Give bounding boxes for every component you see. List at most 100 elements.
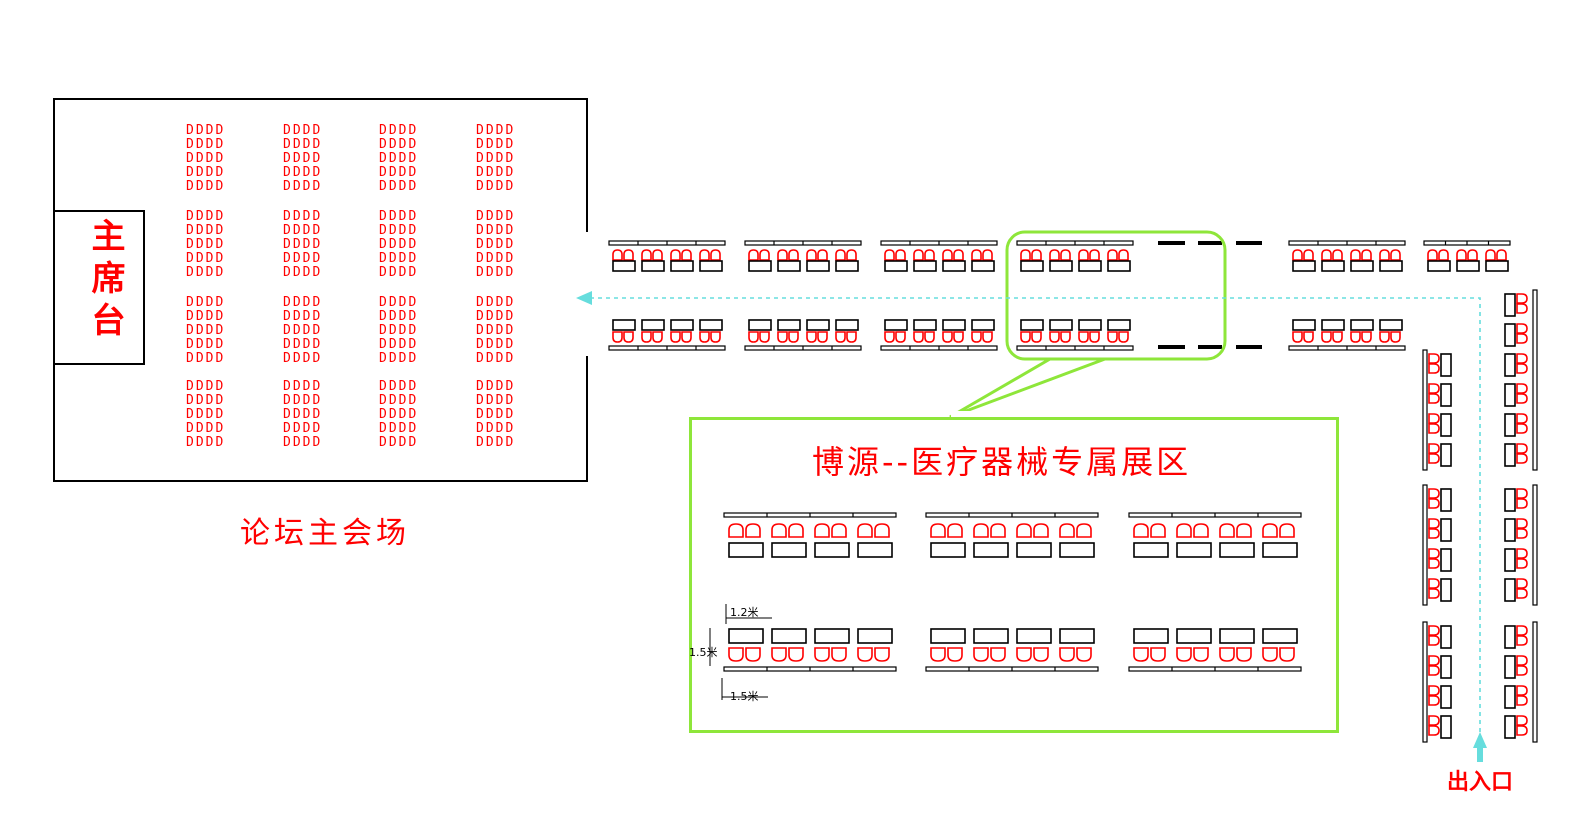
exhibit-chair bbox=[1236, 523, 1252, 538]
exhibit-table bbox=[1176, 542, 1212, 558]
exhibit-chair bbox=[990, 647, 1006, 662]
booth-chair bbox=[1118, 249, 1129, 261]
exhibit-chair bbox=[930, 647, 946, 662]
booth-chair bbox=[1350, 331, 1361, 343]
exhibit-chair bbox=[1193, 647, 1209, 662]
booth-chair bbox=[1428, 423, 1440, 434]
booth-chair bbox=[1516, 685, 1528, 696]
booth-table bbox=[1440, 488, 1452, 512]
podium-label: 主席台 bbox=[85, 218, 125, 344]
booth-chair bbox=[913, 249, 924, 261]
booth-chair bbox=[1428, 498, 1440, 509]
booth-chair bbox=[982, 249, 993, 261]
seat-block: DDDD DDDD DDDD DDDD DDDD bbox=[283, 123, 323, 194]
booth-table bbox=[748, 319, 772, 331]
exhibit-table bbox=[1133, 542, 1169, 558]
walkway-path bbox=[590, 297, 1481, 740]
booth-chair bbox=[1321, 249, 1332, 261]
booth-chair bbox=[1060, 249, 1071, 261]
exhibit-chair bbox=[1219, 523, 1235, 538]
right-outer-column-wall bbox=[1532, 621, 1538, 743]
booth-chair bbox=[1428, 353, 1440, 364]
booth-chair bbox=[641, 249, 652, 261]
exhibit-chair bbox=[1059, 523, 1075, 538]
booth-table bbox=[1440, 353, 1452, 377]
booth-table bbox=[1504, 443, 1516, 467]
booth-table bbox=[1292, 319, 1316, 331]
exhibit-table bbox=[857, 542, 893, 558]
booth-chair bbox=[817, 331, 828, 343]
exhibit-table bbox=[973, 542, 1009, 558]
booth-chair bbox=[1516, 413, 1528, 424]
exhibit-chair bbox=[771, 647, 787, 662]
seat-block: DDDD DDDD DDDD DDDD DDDD bbox=[186, 295, 226, 366]
booth-table bbox=[1504, 715, 1516, 739]
exhibit-chair bbox=[973, 523, 989, 538]
booth-chair bbox=[1428, 588, 1440, 599]
booth-chair bbox=[1516, 588, 1528, 599]
entrance-label: 出入口 bbox=[1447, 770, 1514, 795]
booth-chair bbox=[953, 331, 964, 343]
booth-table bbox=[1078, 260, 1102, 272]
booth-table bbox=[1440, 383, 1452, 407]
booth-chair bbox=[1516, 293, 1528, 304]
booth-chair bbox=[884, 331, 895, 343]
booth-table bbox=[1440, 443, 1452, 467]
exhibit-table bbox=[814, 628, 850, 644]
booth-chair bbox=[1390, 249, 1401, 261]
right-inner-column-wall bbox=[1422, 484, 1428, 606]
booth-chair bbox=[1031, 331, 1042, 343]
exhibit-table bbox=[930, 628, 966, 644]
booth-chair bbox=[1031, 249, 1042, 261]
exhibit-chair bbox=[1219, 647, 1235, 662]
booth-chair bbox=[895, 249, 906, 261]
booth-chair bbox=[1428, 685, 1440, 696]
booth-chair bbox=[1379, 249, 1390, 261]
booth-chair bbox=[1020, 331, 1031, 343]
booth-chair bbox=[1428, 393, 1440, 404]
booth-table bbox=[1504, 383, 1516, 407]
seat-block: DDDD DDDD DDDD DDDD DDDD bbox=[379, 123, 419, 194]
walkway-arrow-head bbox=[576, 291, 592, 305]
booth-chair bbox=[612, 331, 623, 343]
exhibit-table bbox=[857, 628, 893, 644]
exhibit-chair bbox=[1236, 647, 1252, 662]
booth-table bbox=[1292, 260, 1316, 272]
booth-chair bbox=[1467, 249, 1478, 261]
booth-chair bbox=[1427, 249, 1438, 261]
exhibit-table bbox=[728, 542, 764, 558]
booth-chair bbox=[1516, 635, 1528, 646]
booth-chair bbox=[846, 331, 857, 343]
seat-block: DDDD DDDD DDDD DDDD DDDD bbox=[186, 379, 226, 450]
exhibit-table bbox=[1059, 628, 1095, 644]
exhibit-table bbox=[771, 542, 807, 558]
booth-chair bbox=[1428, 363, 1440, 374]
booth-table bbox=[1379, 260, 1403, 272]
exhibit-table bbox=[1262, 542, 1298, 558]
booth-chair bbox=[1516, 715, 1528, 726]
booth-chair bbox=[1516, 383, 1528, 394]
booth-table bbox=[942, 260, 966, 272]
exhibit-chair bbox=[831, 647, 847, 662]
booth-table bbox=[1379, 319, 1403, 331]
booth-chair bbox=[1078, 249, 1089, 261]
booth-chair bbox=[1516, 443, 1528, 454]
booth-chair bbox=[913, 331, 924, 343]
booth-chair bbox=[1456, 249, 1467, 261]
booth-chair bbox=[971, 249, 982, 261]
booth-table bbox=[1504, 293, 1516, 317]
exhibit-table bbox=[728, 628, 764, 644]
booth-table bbox=[971, 260, 995, 272]
booth-chair bbox=[1428, 665, 1440, 676]
exhibit-chair bbox=[1279, 523, 1295, 538]
booth-table bbox=[1440, 685, 1452, 709]
booth-chair bbox=[788, 331, 799, 343]
booth-table bbox=[942, 319, 966, 331]
booth-table bbox=[1078, 319, 1102, 331]
booth-table bbox=[1440, 413, 1452, 437]
exhibit-table bbox=[1133, 628, 1169, 644]
booth-chair bbox=[1292, 249, 1303, 261]
booth-chair bbox=[1078, 331, 1089, 343]
exhibit-chair bbox=[1262, 523, 1278, 538]
exhibit-chair bbox=[1033, 647, 1049, 662]
